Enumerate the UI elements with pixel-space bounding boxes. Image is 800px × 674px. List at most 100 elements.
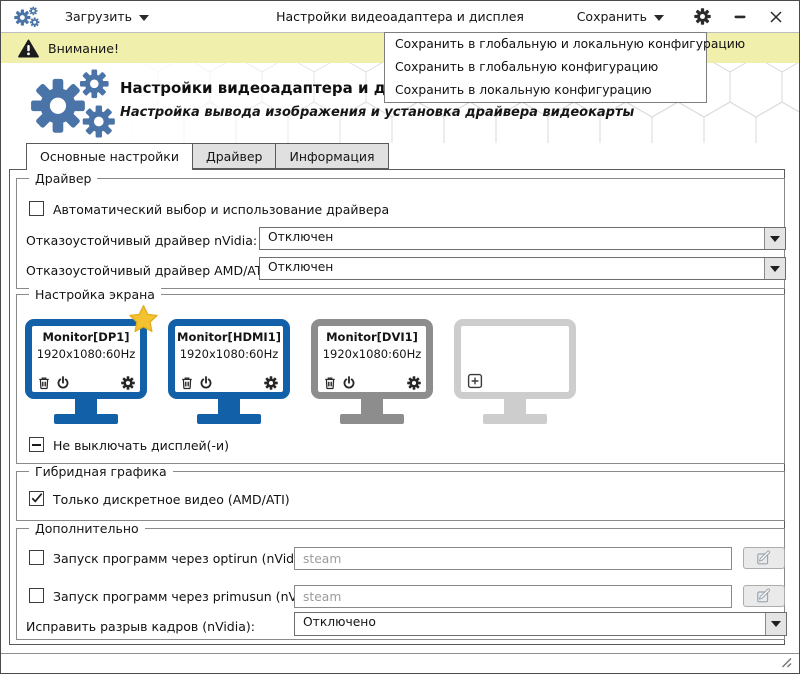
amd-failsafe-value: Отключен	[268, 260, 334, 274]
dropdown-arrow-button[interactable]	[764, 228, 785, 249]
settings-gear-icon[interactable]	[694, 8, 711, 25]
status-bar	[1, 653, 799, 673]
chevron-down-icon	[139, 14, 149, 21]
add-monitor-plus-icon[interactable]	[467, 373, 483, 389]
warning-text: Внимание!	[48, 40, 119, 56]
monitor-card-empty[interactable]	[454, 319, 576, 424]
monitor-stand	[218, 399, 240, 414]
monitor-base	[340, 414, 404, 424]
fix-tearing-value: Отключено	[303, 615, 376, 629]
monitor-base	[483, 414, 547, 424]
primusun-label: Запуск программ через primusun (nVidia):	[53, 589, 329, 604]
minimize-icon[interactable]	[733, 10, 747, 24]
monitor-resolution: 1920x1080:60Hz	[179, 347, 279, 361]
monitor-frame: Monitor[HDMI1] 1920x1080:60Hz	[168, 319, 290, 399]
app-logo-gears-icon	[14, 5, 41, 29]
fix-tearing-select[interactable]: Отключено	[294, 612, 787, 636]
toolbar: Загрузить Настройки видеоадаптера и дисп…	[1, 1, 799, 33]
trash-icon[interactable]	[323, 376, 337, 390]
edit-pencil-icon	[756, 550, 772, 566]
save-button[interactable]: Сохранить	[569, 5, 672, 28]
nvidia-failsafe-select[interactable]: Отключен	[259, 227, 786, 250]
auto-driver-label: Автоматический выбор и использование дра…	[53, 202, 390, 217]
trash-icon[interactable]	[37, 376, 51, 390]
monitor-frame	[454, 319, 576, 399]
group-hybrid-legend: Гибридная графика	[29, 464, 173, 479]
menu-item-save-global[interactable]: Сохранить в глобальную конфигурацию	[395, 60, 659, 74]
trash-icon[interactable]	[180, 376, 194, 390]
edit-pencil-icon	[756, 588, 772, 604]
triangle-down-icon	[771, 621, 781, 627]
discrete-only-label: Только дискретное видео (AMD/ATI)	[53, 492, 290, 507]
monitor-resolution: 1920x1080:60Hz	[322, 347, 422, 361]
monitor-resolution: 1920x1080:60Hz	[36, 347, 136, 361]
optirun-edit-button[interactable]	[743, 547, 785, 569]
page-subtitle: Настройка вывода изображения и установка…	[120, 105, 635, 120]
dropdown-arrow-button[interactable]	[764, 258, 785, 279]
monitor-actions	[180, 376, 278, 390]
warning-triangle-icon	[18, 39, 39, 58]
toolbar-right: Сохранить	[569, 5, 799, 28]
monitor-name: Monitor[DP1]	[42, 330, 130, 344]
auto-driver-checkbox[interactable]	[29, 201, 44, 216]
power-icon[interactable]	[199, 376, 213, 390]
group-screen-legend: Настройка экрана	[29, 287, 161, 302]
monitor-stand	[504, 399, 526, 414]
tab-information[interactable]: Информация	[276, 143, 389, 169]
monitor-name: Monitor[DVI1]	[326, 330, 418, 344]
amd-failsafe-label: Отказоустойчивый драйвер AMD/ATI:	[26, 263, 271, 278]
amd-failsafe-select[interactable]: Отключен	[259, 257, 786, 280]
primusun-checkbox[interactable]	[29, 588, 44, 603]
monitor-actions	[323, 376, 421, 390]
gear-icon[interactable]	[121, 376, 135, 390]
tab-driver[interactable]: Драйвер	[192, 143, 277, 169]
load-button[interactable]: Загрузить	[57, 5, 157, 28]
primary-star-icon	[128, 304, 159, 335]
save-dropdown-menu: Сохранить в глобальную и локальную конфи…	[384, 32, 746, 103]
monitor-base	[197, 414, 261, 424]
discrete-only-checkbox[interactable]	[29, 491, 44, 506]
monitor-actions	[37, 376, 135, 390]
save-button-label: Сохранить	[576, 9, 647, 24]
group-driver-legend: Драйвер	[29, 171, 98, 186]
monitor-card-dp1[interactable]: Monitor[DP1] 1920x1080:60Hz	[25, 319, 147, 424]
group-hybrid	[16, 471, 785, 521]
gear-icon[interactable]	[407, 376, 421, 390]
check-icon	[30, 491, 44, 505]
fix-tearing-label: Исправить разрыв кадров (nVidia):	[26, 619, 255, 634]
optirun-label: Запуск программ через optirun (nVidia):	[53, 551, 315, 566]
monitor-stand	[361, 399, 383, 414]
monitor-name: Monitor[HDMI1]	[177, 330, 281, 344]
power-icon[interactable]	[342, 376, 356, 390]
triangle-down-icon	[770, 265, 780, 272]
monitor-card-hdmi1[interactable]: Monitor[HDMI1] 1920x1080:60Hz	[168, 319, 290, 424]
keep-displays-on-checkbox[interactable]	[29, 437, 44, 452]
keep-displays-on-label: Не выключать дисплей(-и)	[53, 438, 230, 453]
menu-item-save-global-local[interactable]: Сохранить в глобальную и локальную конфи…	[395, 37, 746, 51]
menu-item-save-local[interactable]: Сохранить в локальную конфигурацию	[395, 83, 652, 97]
page-title: Настройки видеоадаптера и дисплея	[120, 79, 447, 97]
monitor-base	[54, 414, 118, 424]
resize-grip-icon[interactable]	[778, 654, 792, 668]
optirun-input[interactable]	[294, 547, 732, 570]
group-extra-legend: Дополнительно	[29, 521, 145, 536]
optirun-checkbox[interactable]	[29, 550, 44, 565]
primusun-edit-button[interactable]	[743, 585, 785, 607]
tab-bar: Основные настройки Драйвер Информация	[26, 143, 389, 170]
nvidia-failsafe-label: Отказоустойчивый драйвер nVidia:	[26, 233, 258, 248]
close-icon[interactable]	[769, 10, 783, 24]
monitor-frame: Monitor[DP1] 1920x1080:60Hz	[25, 319, 147, 399]
primusun-input[interactable]	[294, 585, 732, 608]
monitor-card-dvi1[interactable]: Monitor[DVI1] 1920x1080:60Hz	[311, 319, 433, 424]
nvidia-failsafe-value: Отключен	[268, 230, 334, 244]
monitor-frame: Monitor[DVI1] 1920x1080:60Hz	[311, 319, 433, 399]
indeterminate-dash-icon	[32, 443, 41, 446]
gear-icon[interactable]	[264, 376, 278, 390]
dropdown-arrow-button[interactable]	[765, 613, 786, 635]
tab-main-settings[interactable]: Основные настройки	[26, 143, 193, 170]
load-button-label: Загрузить	[65, 9, 132, 24]
header-gears-icon	[28, 69, 122, 139]
chevron-down-icon	[654, 14, 664, 21]
power-icon[interactable]	[56, 376, 70, 390]
